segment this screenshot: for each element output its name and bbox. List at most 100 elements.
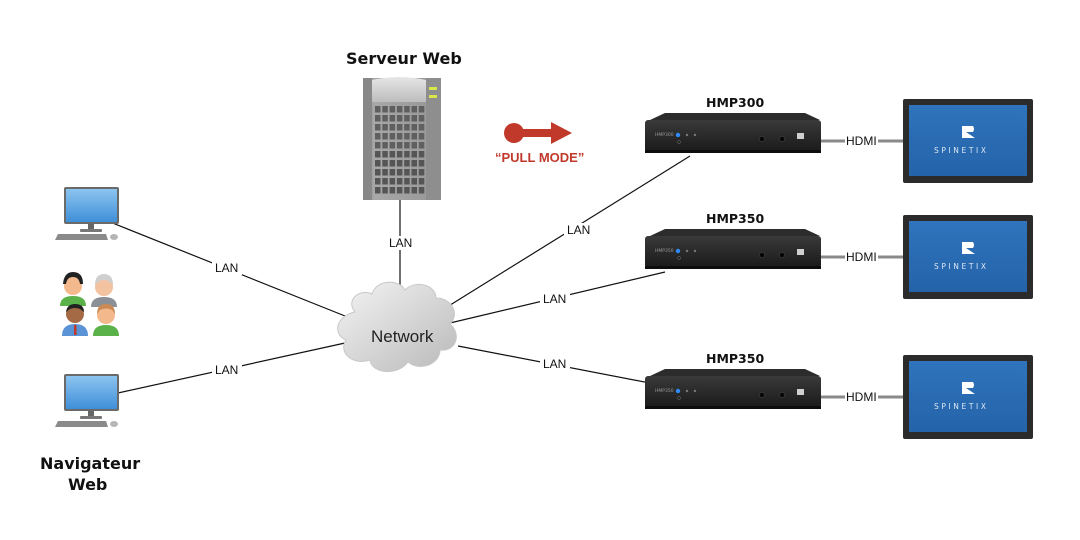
server-vent: [382, 187, 388, 194]
server-vent: [382, 160, 388, 167]
server-vent: [418, 160, 425, 167]
pull-arrow-icon: [504, 122, 572, 144]
lan-labels: LAN LAN LAN LAN LAN LAN: [212, 223, 594, 377]
server-vent: [389, 151, 396, 158]
server-vent: [382, 178, 388, 185]
client-bottom: Navigateur Web: [40, 374, 140, 494]
server-vent: [396, 151, 403, 158]
cloud-icon: [337, 281, 457, 372]
server-vent: [411, 124, 417, 131]
server-vent: [396, 187, 403, 194]
audio-jack-icon: [759, 392, 765, 398]
screen-brand: SPINETIX: [934, 262, 989, 271]
server-vent: [404, 106, 410, 113]
server-vent: [382, 115, 388, 122]
server-vent: [375, 124, 381, 131]
server-vent: [411, 178, 417, 185]
spinetix-logo-icon: [962, 242, 975, 254]
server-vent: [375, 106, 381, 113]
desktop-computer-icon: [55, 374, 119, 427]
power-led-icon: [675, 248, 681, 254]
server-vent: [418, 124, 425, 131]
server-vent: [404, 160, 410, 167]
display-screen-icon: SPINETIX: [903, 215, 1033, 299]
server-vent: [389, 160, 396, 167]
player-title: HMP350: [706, 211, 764, 226]
server-vent: [375, 187, 381, 194]
lan-label-player-3: LAN: [543, 357, 566, 371]
server-vent: [396, 178, 403, 185]
server-vent: [411, 151, 417, 158]
server-vent: [382, 106, 388, 113]
server-vent: [382, 133, 388, 140]
server-vent: [404, 124, 410, 131]
server-vent: [404, 169, 410, 176]
spinetix-logo-icon: [962, 126, 975, 138]
screen-brand: SPINETIX: [934, 402, 989, 411]
network-label: Network: [371, 327, 434, 346]
player-title: HMP350: [706, 351, 764, 366]
server-vent: [389, 124, 396, 131]
client-top: [55, 187, 119, 240]
server-vent: [389, 169, 396, 176]
media-player-icon: HMP350: [645, 229, 821, 269]
server-vent: [404, 142, 410, 149]
server-vent: [375, 142, 381, 149]
users-group-icon: [60, 272, 119, 336]
display-screen-icon: SPINETIX: [903, 99, 1033, 183]
player-title: HMP300: [706, 95, 764, 110]
server-vent: [411, 160, 417, 167]
server-vent: [382, 151, 388, 158]
server-vent: [404, 187, 410, 194]
audio-jack-icon: [779, 136, 785, 142]
lan-label-client-bottom: LAN: [215, 363, 238, 377]
server-vent: [418, 142, 425, 149]
server-vent: [411, 169, 417, 176]
spinetix-logo-icon: [797, 249, 804, 255]
server-vent: [375, 160, 381, 167]
server-vent: [411, 106, 417, 113]
server-vent: [389, 106, 396, 113]
server-vent: [418, 169, 425, 176]
server-vent: [389, 187, 396, 194]
audio-jack-icon: [759, 136, 765, 142]
lan-label-player-2: LAN: [543, 292, 566, 306]
server-vent: [396, 169, 403, 176]
media-player-icon: HMP300: [645, 113, 821, 153]
pull-mode-label: “PULL MODE”: [495, 150, 584, 165]
server-vent: [404, 133, 410, 140]
server-vent: [411, 142, 417, 149]
server-title: Serveur Web: [346, 49, 462, 68]
server-vent: [382, 169, 388, 176]
hdmi-label: HDMI: [846, 250, 877, 264]
server-vent: [411, 187, 417, 194]
server-vent: [404, 151, 410, 158]
audio-jack-icon: [759, 252, 765, 258]
server-vent: [396, 142, 403, 149]
client-title-line1: Navigateur: [40, 454, 140, 473]
server-vent: [404, 115, 410, 122]
server-vent: [389, 142, 396, 149]
server-vent: [396, 133, 403, 140]
client-title-line2: Web: [68, 475, 107, 494]
hdmi-label: HDMI: [846, 134, 877, 148]
server-vent: [389, 178, 396, 185]
lan-label-player-1: LAN: [567, 223, 590, 237]
server-vent: [396, 106, 403, 113]
server-vent: [375, 115, 381, 122]
display-screen-icon: SPINETIX: [903, 355, 1033, 439]
server-vent: [396, 115, 403, 122]
power-led-icon: [675, 132, 681, 138]
player-front-label: HMP300: [655, 132, 674, 138]
server-vent: [375, 178, 381, 185]
server-vent: [418, 178, 425, 185]
server-vent: [375, 169, 381, 176]
server-vent: [389, 115, 396, 122]
server-icon: [363, 77, 441, 200]
server-vent: [411, 133, 417, 140]
desktop-computer-icon: [55, 187, 119, 240]
server-vent: [396, 124, 403, 131]
